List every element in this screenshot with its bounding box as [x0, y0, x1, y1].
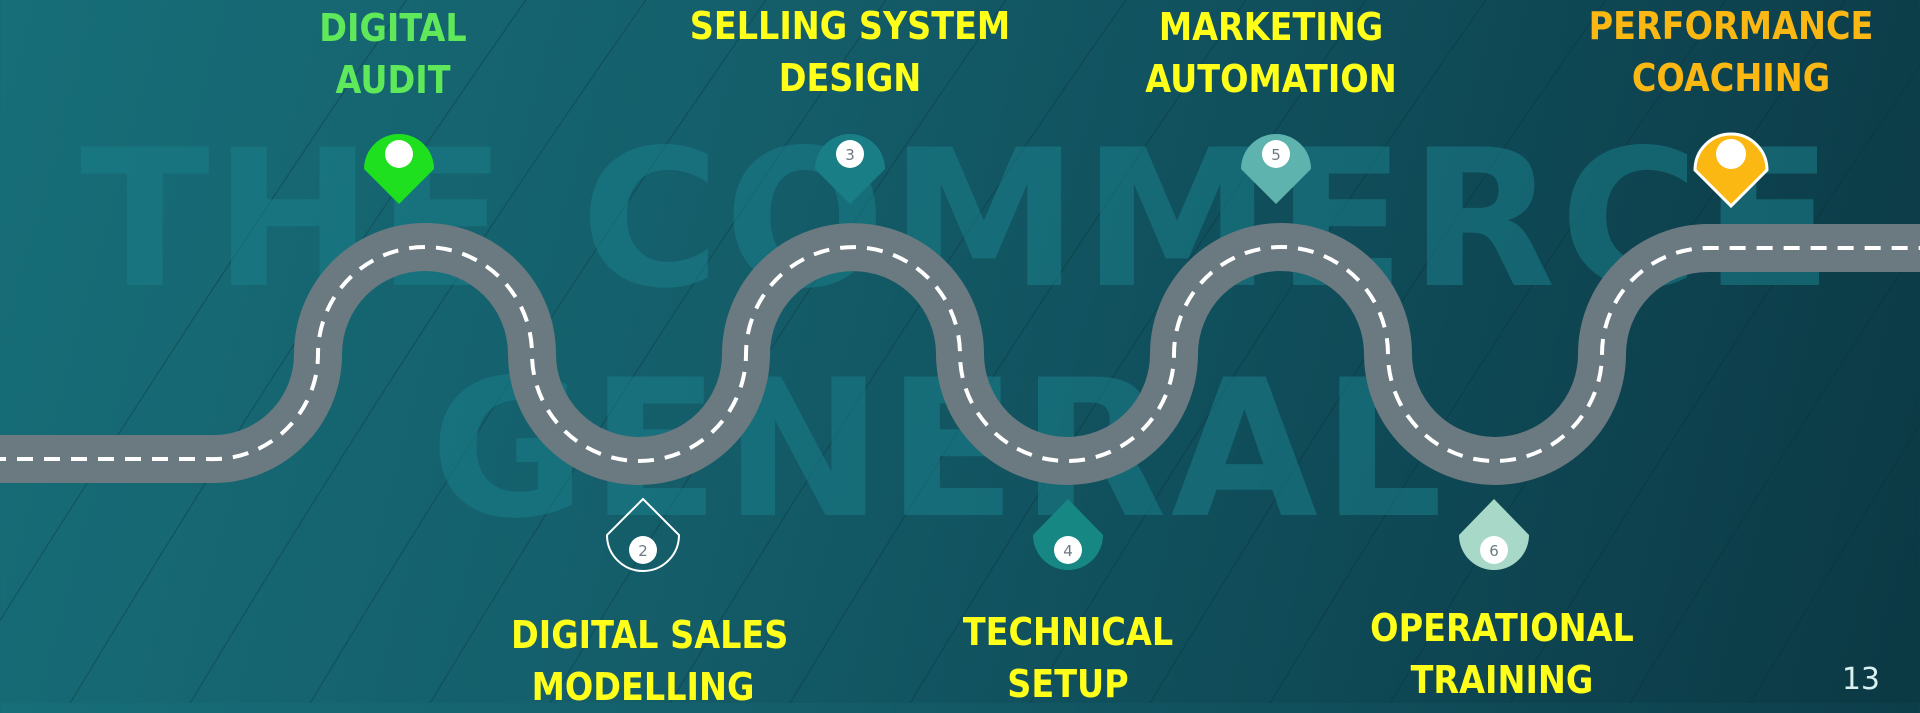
label-line: PERFORMANCE	[1588, 4, 1874, 48]
label-line: AUDIT	[335, 58, 451, 102]
milestone-label-digital-audit: DIGITAL AUDIT	[305, 2, 481, 106]
milestone-label-performance-coaching: PERFORMANCE COACHING	[1581, 0, 1880, 104]
label-line: COACHING	[1631, 56, 1831, 100]
milestone-label-marketing-automation: MARKETING AUTOMATION	[1130, 1, 1412, 105]
label-line: TECHNICAL	[962, 610, 1174, 654]
map-pin-icon	[1693, 132, 1769, 209]
milestone-number-3: 3	[845, 146, 855, 164]
milestone-label-operational-training: OPERATIONAL TRAINING	[1361, 602, 1643, 706]
label-line: AUTOMATION	[1145, 57, 1397, 101]
milestone-label-selling-system-design: SELLING SYSTEM DESIGN	[683, 0, 1017, 104]
map-pin-icon	[364, 134, 434, 204]
milestone-marker-3: 3	[815, 134, 885, 204]
milestone-number-5: 5	[1271, 146, 1281, 164]
milestone-number-2: 2	[638, 542, 648, 560]
milestone-number-6: 6	[1489, 542, 1499, 560]
page-number: 13	[1841, 662, 1880, 697]
milestone-label-technical-setup: TECHNICAL SETUP	[945, 606, 1191, 710]
label-line: DESIGN	[778, 56, 922, 100]
label-line: OPERATIONAL	[1370, 606, 1634, 650]
milestone-number-4: 4	[1063, 542, 1073, 560]
label-line: DIGITAL SALES	[511, 613, 789, 657]
label-line: SETUP	[1007, 662, 1129, 706]
milestone-label-digital-sales-modelling: DIGITAL SALES MODELLING	[511, 609, 789, 713]
label-line: SELLING SYSTEM	[689, 4, 1011, 48]
label-line: DIGITAL	[319, 6, 467, 50]
label-line: MODELLING	[531, 665, 755, 709]
label-line: TRAINING	[1410, 658, 1594, 702]
milestone-marker-2: 2	[605, 497, 681, 572]
label-line: MARKETING	[1158, 5, 1384, 49]
milestone-marker-4: 4	[1033, 499, 1103, 570]
milestone-marker-5: 5	[1241, 134, 1311, 204]
milestone-marker-6: 6	[1459, 499, 1529, 570]
